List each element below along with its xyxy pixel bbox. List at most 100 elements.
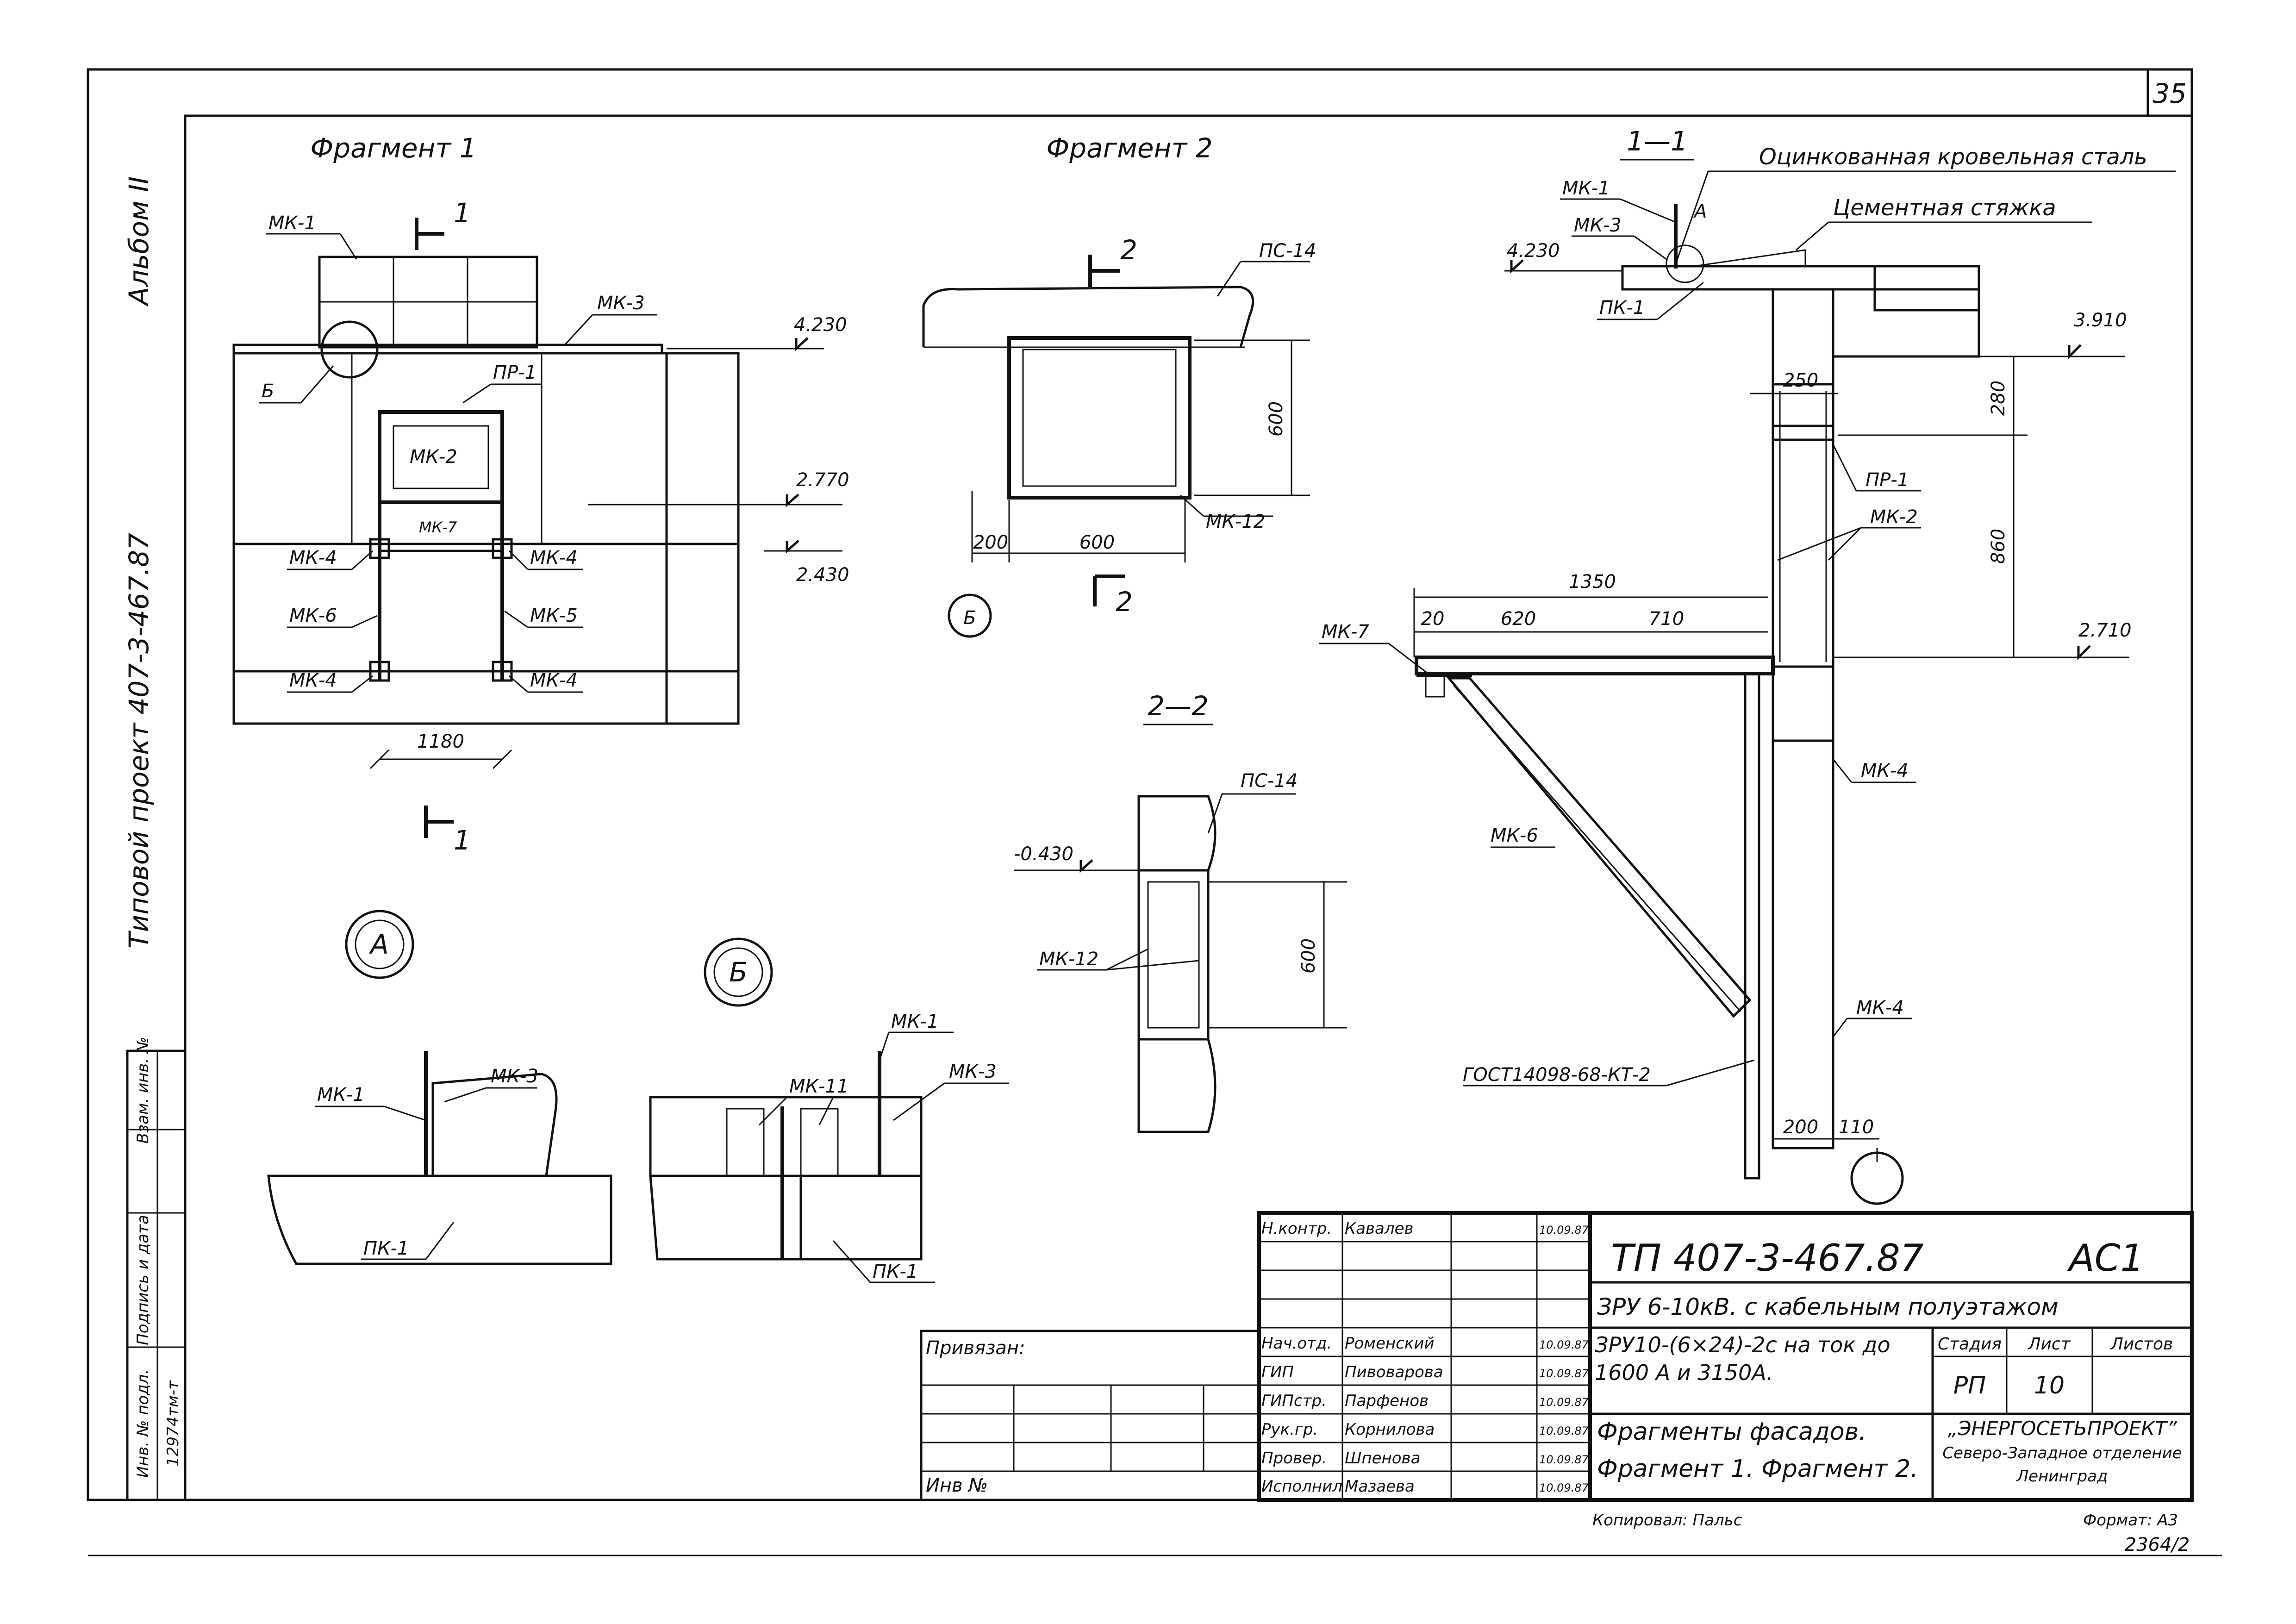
detail-a-mk1: МК-1 — [317, 1084, 365, 1106]
name-4: Роменский — [1345, 1334, 1435, 1353]
tb-code: ТП 407-3-467.87 — [1611, 1237, 1924, 1280]
s22-level: -0.430 — [1014, 843, 1073, 865]
s11-mk2: МК-2 — [1870, 506, 1918, 528]
f1-mk4-d: МК-4 — [530, 670, 578, 691]
fragment-2: Фрагмент 2 2 2 ПС-14 МК-12 600 200 600 Б — [922, 132, 1316, 638]
f1-mk4-b: МК-4 — [530, 547, 578, 568]
f1-mk3: МК-3 — [597, 293, 645, 314]
f1-mk4-a: МК-4 — [289, 547, 337, 568]
role-0: Н.контр. — [1261, 1219, 1332, 1238]
f1-pr1: ПР-1 — [493, 362, 537, 383]
inv-label: Инв № — [926, 1475, 988, 1496]
detail-b-mk1: МК-1 — [891, 1011, 939, 1032]
s11-dim-860: 860 — [1988, 529, 2009, 564]
detail-a-ref: А — [368, 929, 389, 960]
s11-note-screed: Цементная стяжка — [1833, 195, 2056, 221]
f1-mk4-c: МК-4 — [289, 670, 337, 691]
s11-mk4-bottom: МК-4 — [1856, 997, 1904, 1018]
s11-note-roof: Оцинкованная кровельная сталь — [1759, 144, 2147, 170]
page-number: 35 — [2152, 78, 2187, 109]
tb-org-3: Ленинград — [2016, 1467, 2108, 1486]
f1-mk1: МК-1 — [268, 212, 316, 234]
tb-drawing-title-1: Фрагменты фасадов. — [1597, 1418, 1866, 1446]
page-number-box — [2146, 68, 2193, 117]
detail-b-mk3: МК-3 — [949, 1061, 997, 1082]
title-block: Н.контр. Кавалев 10.09.87 Нач.отд. Ромен… — [920, 1211, 2194, 1502]
tb-sheet-value: 10 — [2034, 1372, 2065, 1399]
f1-mk7: МК-7 — [419, 518, 457, 536]
tb-sheet-mark: АС1 — [2067, 1237, 2144, 1280]
role-6: ГИПстр. — [1261, 1392, 1327, 1410]
f2-mk12: МК-12 — [1206, 511, 1265, 532]
s11-mk4-top: МК-4 — [1861, 760, 1909, 781]
project-label: Типовой проект 407-3-467.87 — [123, 533, 155, 949]
f1-sec-top: 1 — [454, 197, 471, 229]
section-2-2: 2—2 600 ПС-14 -0.430 МК-12 — [1014, 690, 1347, 1133]
f1-level-mid: 2.770 — [796, 469, 849, 491]
outer-frame — [87, 68, 2193, 1501]
role-5: ГИП — [1261, 1363, 1294, 1381]
s11-pr1: ПР-1 — [1866, 469, 1909, 491]
s11-mk7: МК-7 — [1322, 621, 1369, 643]
f2-dim-left: 200 — [973, 532, 1008, 553]
s11-mk3: МК-3 — [1574, 215, 1622, 236]
f1-b: Б — [262, 381, 274, 402]
f1-dim-width: 1180 — [417, 731, 464, 752]
f2-sec-top: 2 — [1120, 234, 1137, 266]
section-1-1: 1—1 Оцинкованная кровельная сталь Цемент… — [1319, 125, 2176, 1205]
date-6: 10.09.87 — [1539, 1396, 1589, 1409]
name-9: Мазаева — [1345, 1477, 1415, 1496]
section22-title: 2—2 — [1148, 690, 1209, 722]
detail-a: А МК-1 МК-3 ПК-1 — [267, 910, 612, 1265]
title-block-rows — [1259, 1241, 1590, 1472]
detail-b-pk1: ПК-1 — [873, 1261, 918, 1282]
s22-ps14: ПС-14 — [1241, 770, 1298, 792]
tb-variant: ЗРУ10-(6×24)-2с на ток до 1600 А и 3150А… — [1595, 1332, 1890, 1385]
detail-b-ref: Б — [729, 956, 748, 988]
album-label: Альбом II — [123, 176, 155, 307]
bound-label: Привязан: — [926, 1337, 1025, 1359]
date-4: 10.09.87 — [1539, 1338, 1589, 1351]
name-6: Парфенов — [1345, 1392, 1429, 1410]
f2-dim-height: 600 — [1266, 401, 1287, 437]
f1-level-low: 2.430 — [796, 564, 849, 586]
detail-a-pk1: ПК-1 — [363, 1238, 409, 1259]
name-5: Пивоварова — [1345, 1363, 1443, 1381]
date-7: 10.09.87 — [1539, 1424, 1589, 1437]
tb-stage-value: РП — [1953, 1372, 1986, 1399]
bottom-stamp: 2364/2 — [2125, 1534, 2190, 1555]
f1-sec-bottom: 1 — [454, 824, 471, 856]
name-0: Кавалев — [1345, 1219, 1414, 1238]
s11-dim-1350: 1350 — [1569, 571, 1616, 593]
s11-level-low: 2.710 — [2078, 620, 2132, 641]
detail-a-mk3: МК-3 — [491, 1066, 538, 1087]
fragment-1: Фрагмент 1 1 1 МК- — [232, 132, 849, 856]
s11-dim-110: 110 — [1839, 1117, 1874, 1138]
f2-ps14: ПС-14 — [1259, 240, 1316, 262]
date-9: 10.09.87 — [1539, 1481, 1589, 1494]
f1-mk5: МК-5 — [530, 605, 578, 626]
role-7: Рук.гр. — [1261, 1420, 1318, 1439]
tb-org-1: „ЭНЕРГОСЕТЬПРОЕКТ” — [1947, 1417, 2177, 1440]
s11-level-top: 4.230 — [1507, 240, 1560, 262]
s11-mk1: МК-1 — [1562, 178, 1610, 199]
section11-title: 1—1 — [1627, 125, 1688, 157]
s11-level-mid: 3.910 — [2074, 310, 2127, 331]
f2-sec-bottom: 2 — [1116, 586, 1133, 618]
inner-frame — [184, 114, 2193, 1501]
tb-sheets-header: Листов — [2110, 1335, 2173, 1354]
tb-org-2: Северо-Западное отделение — [1942, 1444, 2182, 1462]
f2-dim-width: 600 — [1079, 532, 1115, 553]
f1-mk2: МК-2 — [410, 446, 457, 468]
tb-variant-box: ЗРУ10-(6×24)-2с на ток до 1600 А и 3150А… — [1595, 1332, 1890, 1385]
role-9: Исполнил — [1261, 1477, 1342, 1496]
date-5: 10.09.87 — [1539, 1367, 1589, 1380]
s22-dim: 600 — [1298, 938, 1319, 974]
tb-sheet-header: Лист — [2027, 1335, 2071, 1354]
date-8: 10.09.87 — [1539, 1453, 1589, 1466]
role-4: Нач.отд. — [1261, 1334, 1332, 1353]
s11-dim-620: 620 — [1501, 608, 1536, 630]
fragment2-title: Фрагмент 2 — [1046, 132, 1212, 164]
f2-detail-ref: Б — [963, 607, 976, 629]
